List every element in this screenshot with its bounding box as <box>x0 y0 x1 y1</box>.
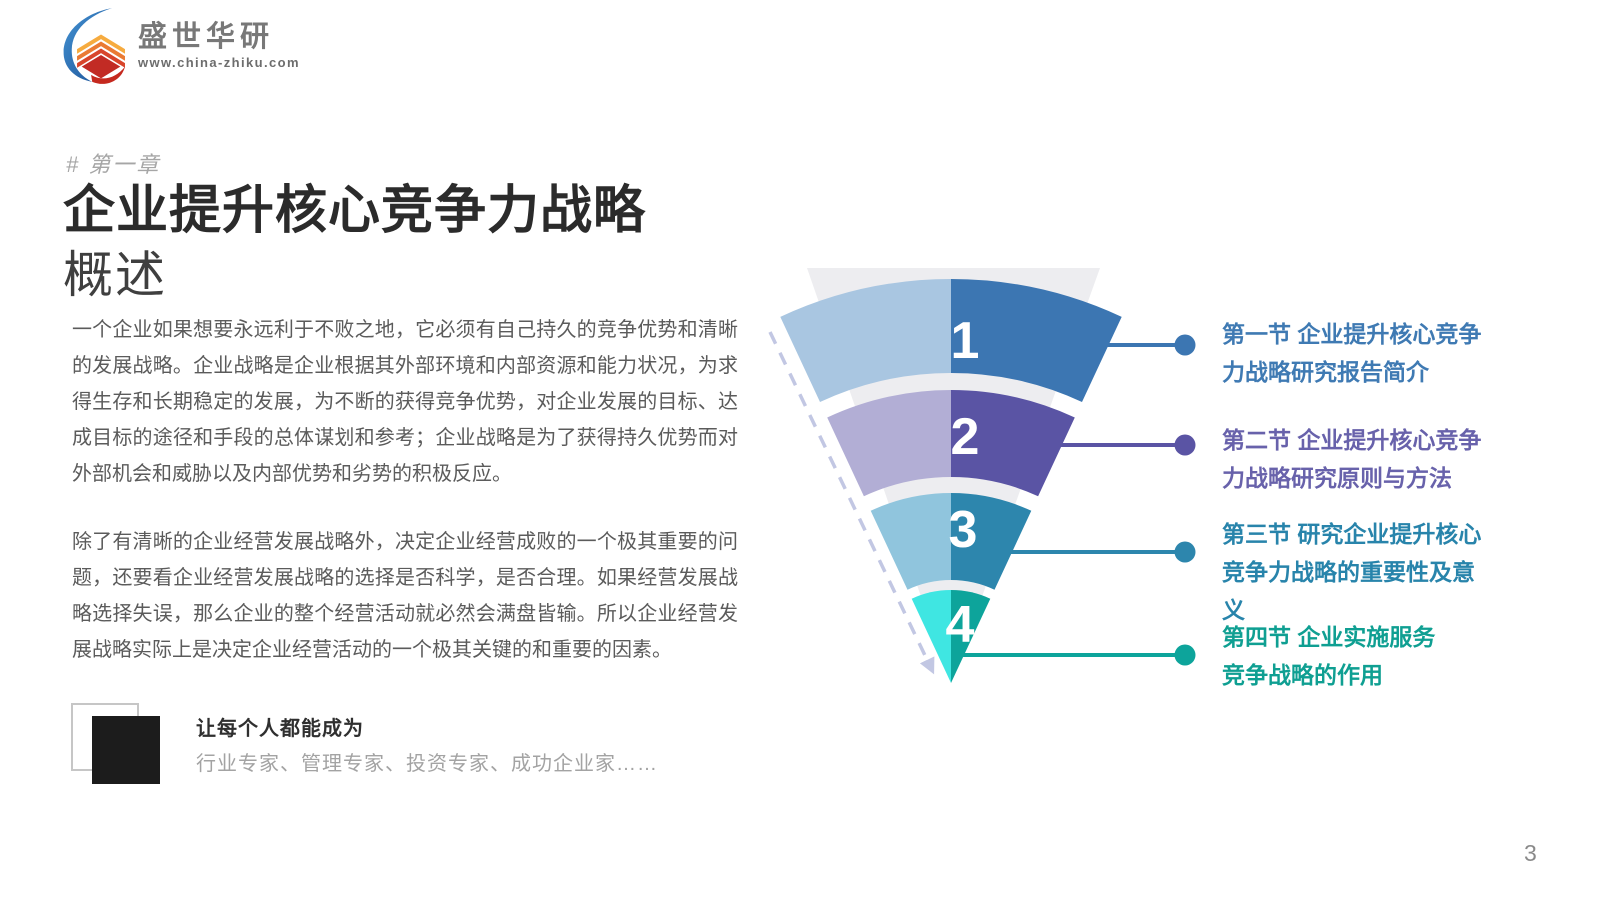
guide-dashed-arrow-line <box>768 331 935 675</box>
funnel-segment-4-left <box>911 590 951 683</box>
funnel-segment-1-left <box>780 279 951 402</box>
logo: 盛世华研 www.china-zhiku.com <box>56 4 300 86</box>
toc-item-3-line-3: 义 <box>1222 597 1245 623</box>
funnel-number-1: 1 <box>951 312 980 370</box>
funnel-segment-1-right <box>951 279 1122 402</box>
toc-item-2-line-2: 力战略研究原则与方法 <box>1222 465 1452 491</box>
logo-text: 盛世华研 www.china-zhiku.com <box>138 20 300 70</box>
body-paragraph-2: 除了有清晰的企业经营发展战略外，决定企业经营成败的一个极其重要的问题，还要看企业… <box>72 531 738 661</box>
body-paragraph-1: 一个企业如果想要永远利于不败之地，它必须有自己持久的竞争优势和清晰的发展战略。企… <box>72 319 738 485</box>
toc-item-2-line-1: 第二节 企业提升核心竞争 <box>1222 427 1482 453</box>
black-square-icon <box>92 716 160 784</box>
toc-item-2: 第二节 企业提升核心竞争 力战略研究原则与方法 <box>1222 421 1481 497</box>
funnel-segment-3-right <box>951 493 1032 590</box>
page-subtitle: 概述 <box>63 247 167 303</box>
funnel-number-4: 4 <box>946 596 975 654</box>
logo-website: www.china-zhiku.com <box>138 55 300 70</box>
quote-subtext: 行业专家、管理专家、投资专家、成功企业家…… <box>196 753 658 775</box>
funnel-diagram: 1 2 3 4 <box>768 268 1196 683</box>
connector-dot-4 <box>1174 644 1196 666</box>
toc-item-4: 第四节 企业实施服务 竞争战略的作用 <box>1222 618 1435 694</box>
page-number: 3 <box>1524 840 1537 866</box>
toc-item-1: 第一节 企业提升核心竞争 力战略研究报告简介 <box>1222 315 1481 391</box>
funnel-number-3: 3 <box>949 501 978 559</box>
toc-item-1-line-2: 力战略研究报告简介 <box>1222 359 1429 385</box>
funnel-segment-2-left <box>827 390 951 497</box>
toc-item-4-line-1: 第四节 企业实施服务 <box>1222 624 1436 650</box>
toc-item-3-line-1: 第三节 研究企业提升核心 <box>1222 521 1482 547</box>
toc-item-3-line-2: 竞争力战略的重要性及意 <box>1222 559 1475 585</box>
quote-heading: 让每个人都能成为 <box>196 718 364 740</box>
page-title: 企业提升核心竞争力战略 <box>63 182 647 240</box>
funnel-segment-3-left <box>870 493 951 590</box>
connector-dot-3 <box>1174 541 1196 563</box>
funnel-segment-2-right <box>951 390 1075 497</box>
connector-dot-1 <box>1174 334 1196 356</box>
chapter-tag: # 第一章 <box>66 152 161 177</box>
book-swoosh-logo-icon <box>63 8 125 84</box>
funnel-segment-4-right <box>951 590 991 683</box>
toc-item-4-line-2: 竞争战略的作用 <box>1222 662 1383 688</box>
toc-item-1-line-1: 第一节 企业提升核心竞争 <box>1222 321 1482 347</box>
toc-item-3: 第三节 研究企业提升核心 竞争力战略的重要性及意 义 <box>1222 515 1481 629</box>
connector-dot-2 <box>1174 434 1196 456</box>
funnel-number-2: 2 <box>951 408 980 466</box>
logo-name: 盛世华研 <box>138 21 275 53</box>
